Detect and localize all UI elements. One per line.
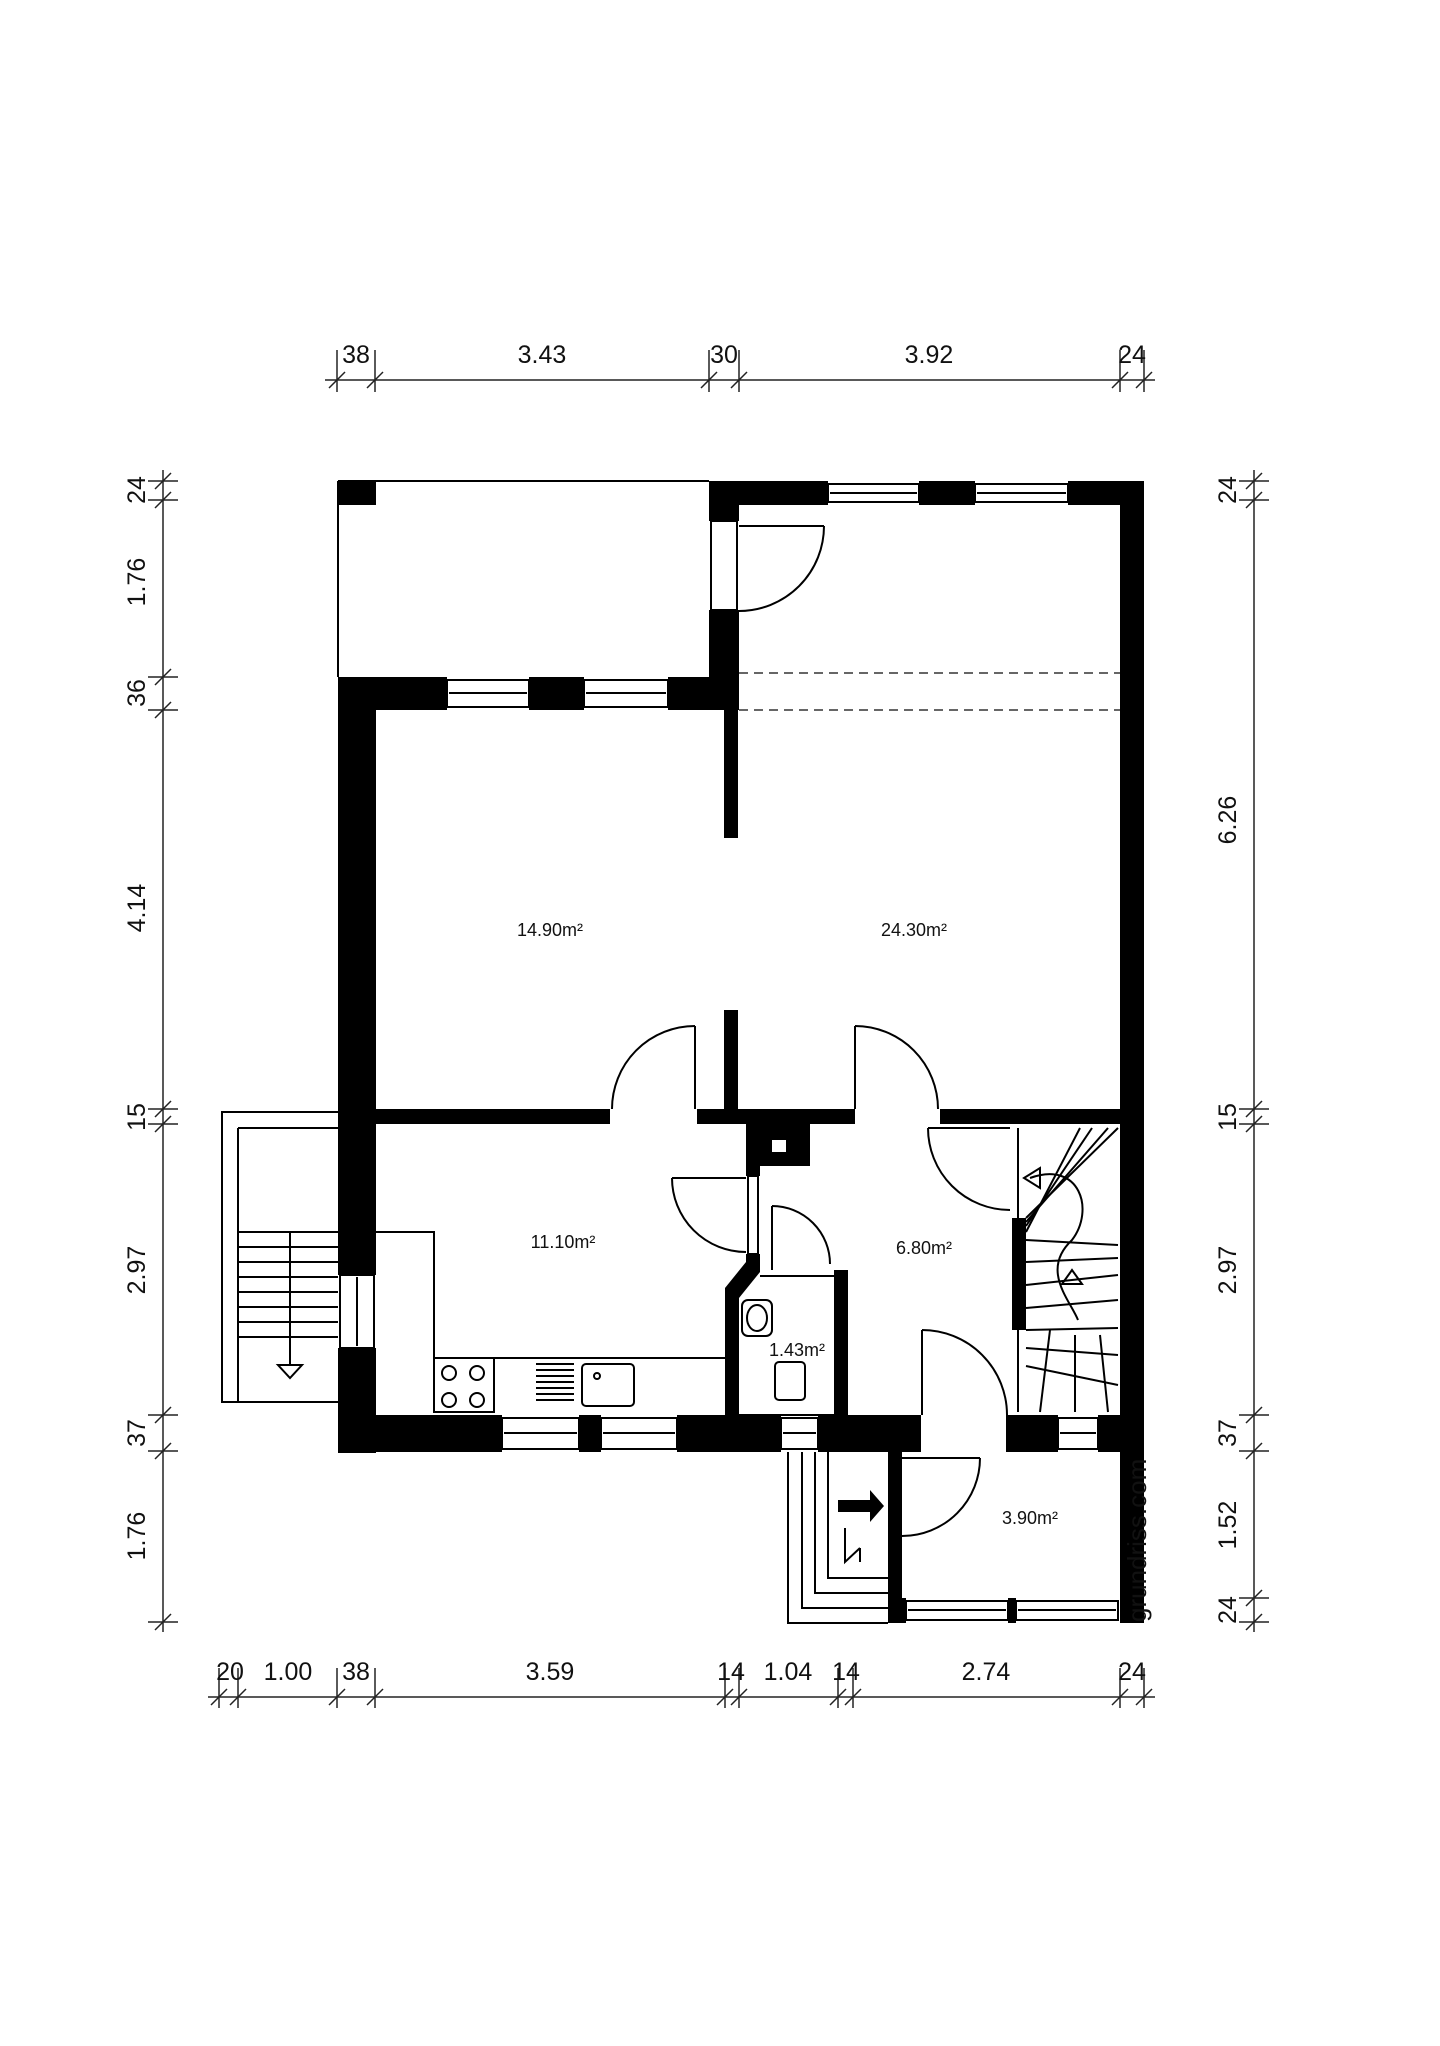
dim-right-2: 15 [1214, 1103, 1242, 1131]
dim-bottom-4: 14 [717, 1658, 745, 1686]
dimension-chain-top: 38 3.43 30 3.92 24 [325, 341, 1155, 392]
dim-top-3: 3.92 [905, 341, 954, 369]
dim-right-5: 1.52 [1214, 1501, 1242, 1550]
dim-right-3: 2.97 [1214, 1246, 1242, 1295]
dim-right-4: 37 [1214, 1419, 1242, 1447]
dim-bottom-8: 24 [1118, 1658, 1146, 1686]
balcony-outline [337, 480, 709, 677]
kitchen-fixtures [376, 1231, 725, 1413]
dim-bottom-7: 2.74 [962, 1658, 1011, 1686]
dim-left-3: 4.14 [123, 884, 151, 933]
dim-left-0: 24 [123, 476, 151, 504]
dim-bottom-6: 14 [832, 1658, 860, 1686]
room-area-kitchen: 11.10m² [531, 1232, 596, 1252]
dashed-lines [739, 672, 1120, 711]
dim-bottom-5: 1.04 [764, 1658, 813, 1686]
walls [338, 481, 1144, 1623]
dim-right-6: 24 [1214, 1596, 1242, 1624]
room-labels: 14.90m² 24.30m² 11.10m² 6.80m² 1.43m² 3.… [517, 920, 1058, 1528]
dim-top-0: 38 [342, 341, 370, 369]
doors [611, 525, 1011, 1537]
dim-left-7: 1.76 [123, 1512, 151, 1561]
dim-top-1: 3.43 [518, 341, 567, 369]
interior-staircase [1017, 1127, 1119, 1413]
kitchen-sink [536, 1363, 635, 1407]
exterior-stair-left [221, 1111, 338, 1403]
dim-right-1: 6.26 [1214, 796, 1242, 845]
room-area-a: 14.90m² [517, 920, 583, 940]
wc-fixtures [739, 1275, 834, 1416]
dim-left-5: 2.97 [123, 1246, 151, 1295]
dimension-chain-right: 24 6.26 15 2.97 37 1.52 24 [1214, 470, 1269, 1632]
dim-bottom-0: 20 [216, 1658, 244, 1686]
room-area-wc: 1.43m² [769, 1340, 825, 1360]
dim-left-2: 36 [123, 679, 151, 707]
dim-left-4: 15 [123, 1103, 151, 1131]
dim-left-6: 37 [123, 1419, 151, 1447]
room-area-entry: 3.90m² [1002, 1508, 1058, 1528]
dim-left-1: 1.76 [123, 558, 151, 607]
room-area-b: 24.30m² [881, 920, 947, 940]
dim-top-2: 30 [710, 341, 738, 369]
dim-bottom-3: 3.59 [526, 1658, 575, 1686]
windows [339, 483, 1119, 1621]
dimension-chain-bottom: 20 1.00 38 3.59 14 1.04 14 2.74 24 [208, 1658, 1155, 1708]
dim-top-4: 24 [1118, 341, 1146, 369]
dimension-chain-left: 24 1.76 36 4.14 15 2.97 37 1.76 [123, 470, 178, 1632]
dim-bottom-1: 1.00 [264, 1658, 313, 1686]
watermark-text: grundriss.com [1122, 1459, 1152, 1622]
dim-bottom-2: 38 [342, 1658, 370, 1686]
entrance-steps [787, 1452, 888, 1624]
room-area-hall: 6.80m² [896, 1238, 952, 1258]
dim-right-0: 24 [1214, 476, 1242, 504]
